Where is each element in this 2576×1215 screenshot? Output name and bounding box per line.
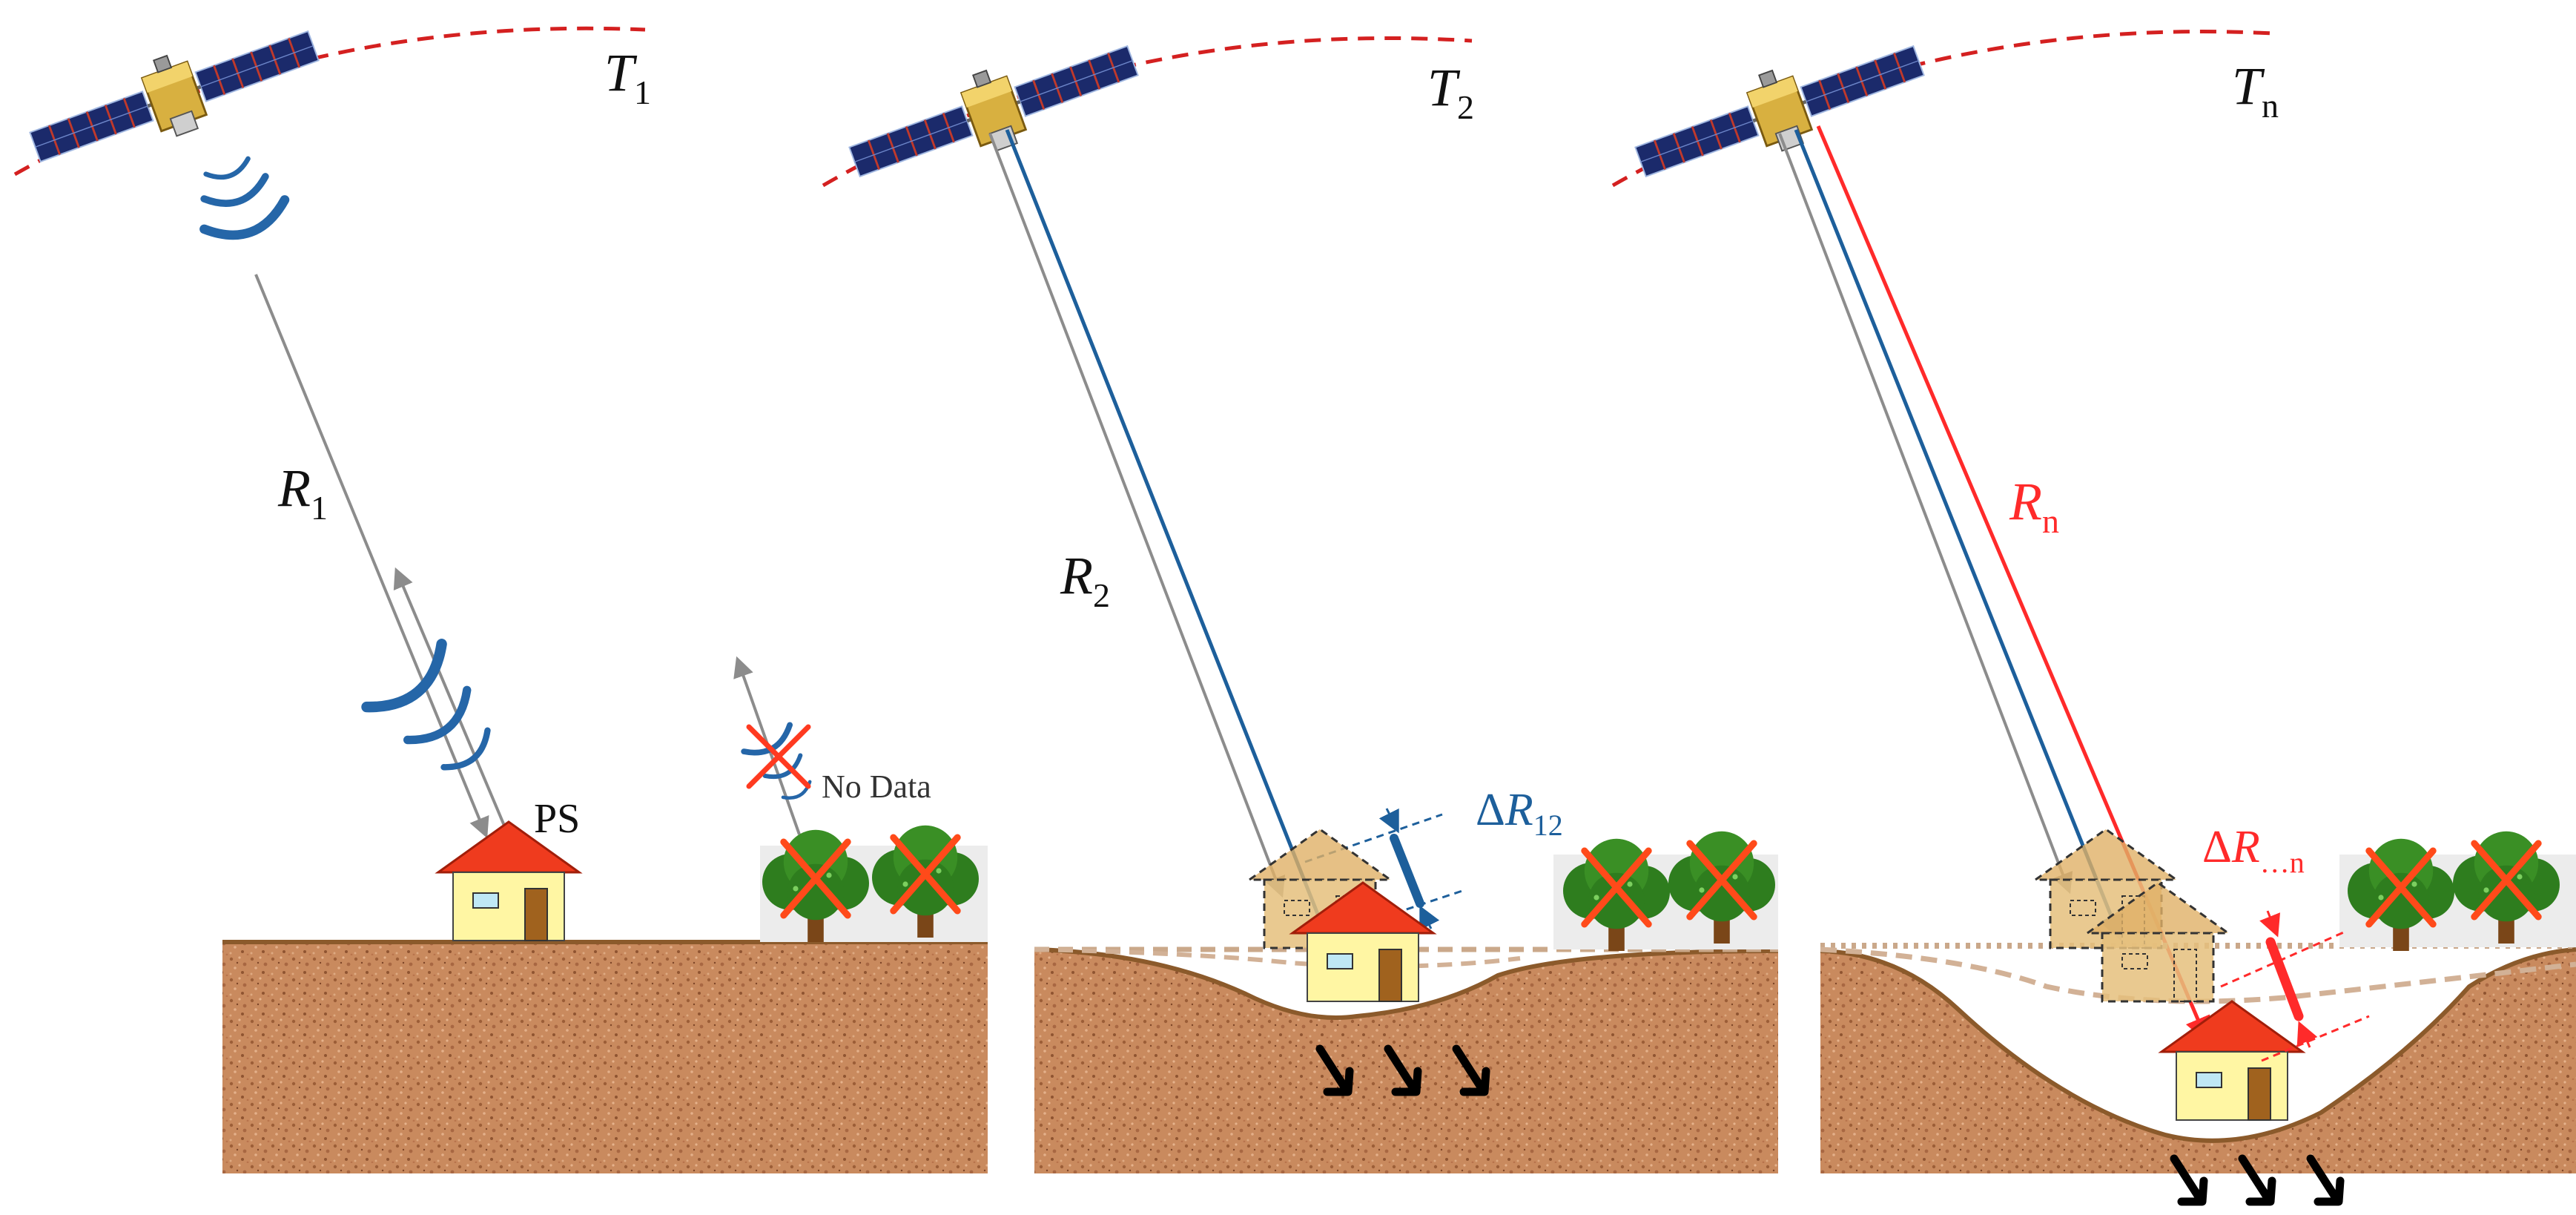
panel-1 xyxy=(13,7,988,1173)
ground-2 xyxy=(1034,949,1778,1173)
orbit-3 xyxy=(1611,30,2273,188)
ps-label: PS xyxy=(534,796,580,842)
panel-2 xyxy=(822,22,1778,1173)
cross-icon xyxy=(746,724,811,789)
panel-3 xyxy=(1611,22,2576,1202)
orbit-1 xyxy=(13,26,646,177)
orbit-2 xyxy=(822,36,1473,188)
delta-measure-n xyxy=(2220,910,2370,1062)
satellite-icon xyxy=(1627,22,1932,197)
no-data-label: No Data xyxy=(822,768,931,805)
delta-label-n: ΔR…n xyxy=(2202,822,2305,879)
radar-wave-icon xyxy=(744,725,822,809)
satellite-icon xyxy=(22,7,326,182)
range-label-1: R1 xyxy=(277,458,328,527)
radar-wave-icon xyxy=(187,152,291,247)
time-label-3: Tn xyxy=(2232,56,2279,125)
ground-3 xyxy=(1820,949,2576,1173)
range-label-2: R2 xyxy=(1060,546,1110,614)
range-line-1 xyxy=(254,274,489,839)
satellite-icon xyxy=(841,22,1146,197)
range-line-2-gray xyxy=(988,133,1286,898)
range-label-3: Rn xyxy=(2009,472,2059,540)
range-line-3-blue xyxy=(1794,129,2124,941)
delta-label-12: ΔR12 xyxy=(1476,785,1563,842)
ground-1 xyxy=(222,942,988,1173)
house-icon xyxy=(2160,1000,2304,1122)
range-line-2-blue xyxy=(1005,129,1332,944)
time-label-1: T1 xyxy=(604,43,651,111)
time-label-2: T2 xyxy=(1427,58,1474,126)
range-line-3-gray xyxy=(1778,133,2073,895)
return-line-1 xyxy=(393,567,508,832)
